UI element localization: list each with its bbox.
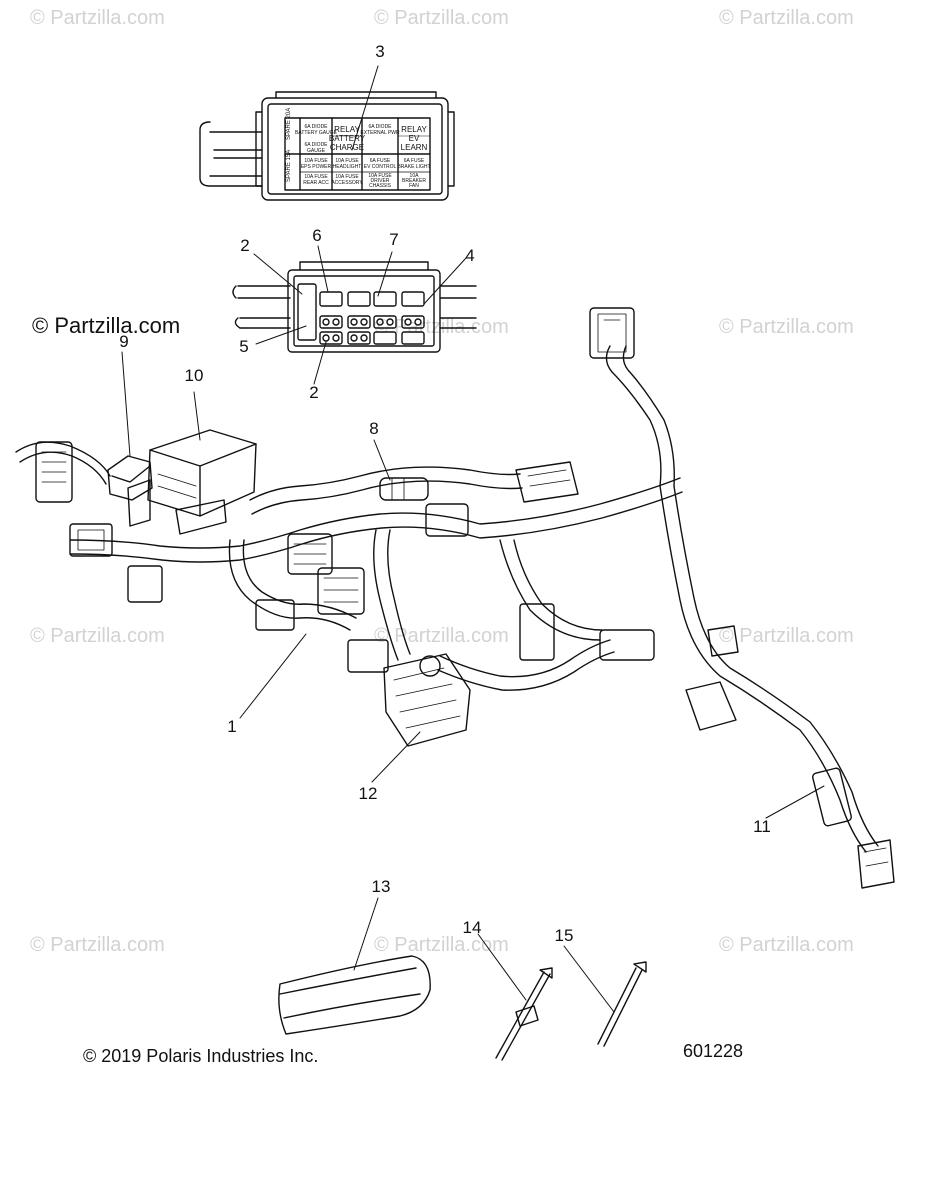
callout-2: 2 xyxy=(309,383,319,402)
fuse-label: 10A FUSE xyxy=(335,158,359,164)
watermark: © Partzilla.com xyxy=(374,625,509,647)
fuse-label: CHASSIS xyxy=(369,183,392,189)
connector xyxy=(589,307,635,359)
fuse-label: REAR ACC xyxy=(303,180,329,186)
leader-lines xyxy=(121,65,825,1013)
fuse-label: 6A FUSE xyxy=(404,158,425,164)
fuse-label: BREAKER xyxy=(402,178,426,184)
fuse-label: DRIVER xyxy=(371,178,390,184)
fuse-label: 6A DIODE xyxy=(304,124,328,130)
diagram-number: 601228 xyxy=(683,1041,744,1061)
callout-13: 13 xyxy=(371,877,391,896)
callout-6: 6 xyxy=(312,226,322,245)
cable-tie-14 xyxy=(495,967,553,1061)
connector xyxy=(127,565,163,603)
fuse-box-top-view xyxy=(199,91,455,201)
fuse-label: 10A FUSE xyxy=(335,174,359,180)
watermark: © Partzilla.com xyxy=(719,316,854,338)
connector xyxy=(515,461,579,503)
fuse-label: SPARE 15A xyxy=(286,150,292,182)
watermark: © Partzilla.com xyxy=(719,7,854,29)
fuse-label: LEARN xyxy=(401,143,428,152)
watermark: © Partzilla.com xyxy=(374,7,509,29)
harness-sleeve-13 xyxy=(278,955,431,1035)
callout-4: 4 xyxy=(465,246,475,265)
fuse-label: 6A DIODE xyxy=(368,124,392,130)
connector xyxy=(69,523,113,557)
fuse-label: CHARGE xyxy=(330,143,364,152)
connector xyxy=(685,681,737,731)
connector-8 xyxy=(379,477,429,501)
callout-1: 1 xyxy=(227,717,237,736)
watermark: © Partzilla.com xyxy=(30,934,165,956)
watermark: © Partzilla.com xyxy=(30,7,165,29)
fuse-label: EXTERNAL PWR xyxy=(360,130,400,136)
callout-11: 11 xyxy=(753,817,771,836)
fuse-label: EPS POWER xyxy=(301,164,332,170)
callout-15: 15 xyxy=(554,926,574,945)
callout-2: 2 xyxy=(240,236,250,255)
fuse-label: 10A FUSE xyxy=(304,174,328,180)
connector xyxy=(317,567,365,615)
connector xyxy=(425,503,469,537)
fuse-label: 6A DIODE xyxy=(304,142,328,148)
fuse-label: RELAY xyxy=(401,125,427,134)
connector-11 xyxy=(812,767,895,889)
fuse-label: BATTERY GAUGE xyxy=(295,130,338,136)
fuse-box-10 xyxy=(127,429,257,535)
callout-10: 10 xyxy=(184,366,204,385)
connector xyxy=(707,625,739,657)
fuse-label: 10A xyxy=(410,173,420,179)
fuse-label: 10A FUSE xyxy=(368,173,392,179)
fuse-label: 6A FUSE xyxy=(370,158,391,164)
watermark: © Partzilla.com xyxy=(30,625,165,647)
fuse-label: BRAKE LIGHT xyxy=(397,164,430,170)
callout-12: 12 xyxy=(358,784,378,803)
fuse-label: RELAY xyxy=(334,125,360,134)
watermark: © Partzilla.com xyxy=(719,625,854,647)
callout-8: 8 xyxy=(369,419,379,438)
connector xyxy=(287,533,333,575)
cable-tie-15 xyxy=(597,961,647,1047)
fuse-label: GAUGE xyxy=(307,148,326,154)
fuse-label: SPARE 20A xyxy=(286,108,292,140)
watermark: © Partzilla.com xyxy=(719,934,854,956)
fuse-label: 10A FUSE xyxy=(304,158,328,164)
fuse-label: FAN xyxy=(409,183,419,189)
callout-3: 3 xyxy=(375,42,385,61)
fuse-label: ACCESSORY xyxy=(331,180,363,186)
callout-9: 9 xyxy=(119,332,129,351)
callout-14: 14 xyxy=(462,918,482,937)
fuse-box-labels: SPARE 20A SPARE 15A 6A DIODE BATTERY GAU… xyxy=(286,108,431,189)
watermark: © Partzilla.com xyxy=(374,934,509,956)
brand-watermark: © Partzilla.com xyxy=(32,313,181,338)
connector xyxy=(35,441,73,503)
fuse-label: HEADLIGHT xyxy=(333,164,362,170)
fuse-label: BATTERY xyxy=(329,134,366,143)
sensor-9 xyxy=(107,455,153,501)
fuse-label: EV xyxy=(409,134,420,143)
callout-7: 7 xyxy=(389,230,399,249)
connector xyxy=(255,599,295,631)
wire-harness-1 xyxy=(15,345,879,853)
fuse-label: EV CONTROL xyxy=(364,164,397,170)
connector xyxy=(599,629,655,661)
callout-5: 5 xyxy=(239,337,249,356)
connector xyxy=(347,639,389,673)
connector xyxy=(519,603,555,661)
connector-12 xyxy=(383,653,471,747)
copyright-notice: © 2019 Polaris Industries Inc. xyxy=(83,1046,319,1066)
fuse-box-detail-view xyxy=(232,261,477,353)
